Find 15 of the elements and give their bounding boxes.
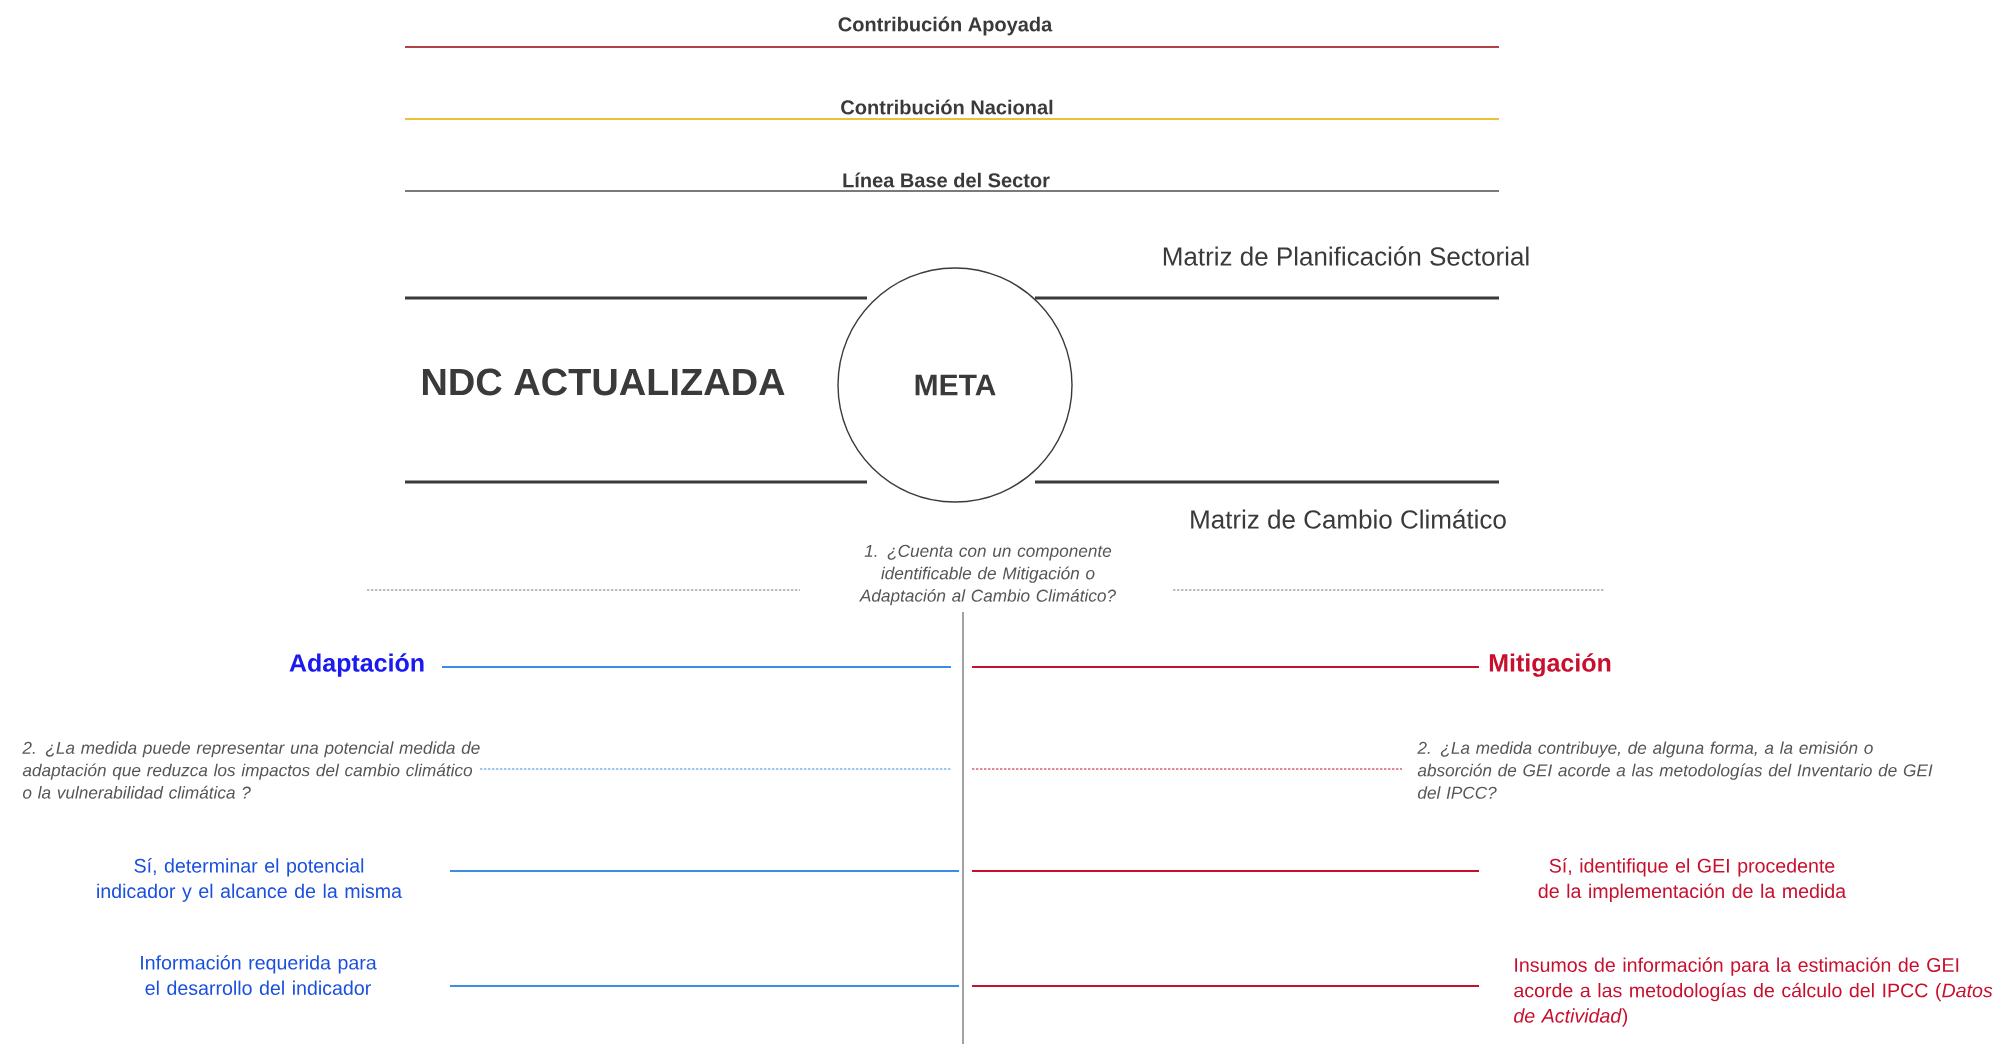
answer-text: Sí, determinar el potencial indicador y el alcance de la misma: [97, 858, 402, 902]
question-text: 1. ¿Cuenta con un componente identificable de Mitigación o Adaptación al Cambio Climático?: [859, 544, 1116, 606]
question-text: 2. ¿La medida contribuye, de alguna forma, a la emisión o absorción de GEI acorde a las metodologías del Inventario de GEI del IPCC?: [1417, 741, 1933, 799]
answer-text: Insumos de información para la estimación de GEI acorde a las metodologías de cálculo del IPCC (Datos de Actividad): [1514, 957, 1993, 1027]
answer-text: Sí, identifique el GEI procedente de la implementación de la medida: [1538, 858, 1847, 902]
line-label: Contribución Apoyada: [838, 16, 1053, 36]
line-label: Contribución Nacional: [841, 99, 1053, 115]
title-text: NDC ACTUALIZADA: [422, 368, 785, 396]
branch-label: Adaptación: [289, 653, 424, 677]
question-text: 2. ¿La medida puede representar una potencial medida de adaptación que reduzca los impactos del cambio climático o la vulnerabilidad climática ?: [22, 741, 480, 799]
matrix-label: Matriz de Cambio Climático: [1191, 509, 1506, 529]
branch-label: Mitigación: [1489, 653, 1611, 677]
line-label: Línea Base del Sector: [843, 172, 1050, 188]
matrix-label: Matriz de Planificación Sectorial: [1163, 246, 1529, 266]
answer-text: Información requerida para el desarrollo del indicador: [141, 955, 377, 995]
